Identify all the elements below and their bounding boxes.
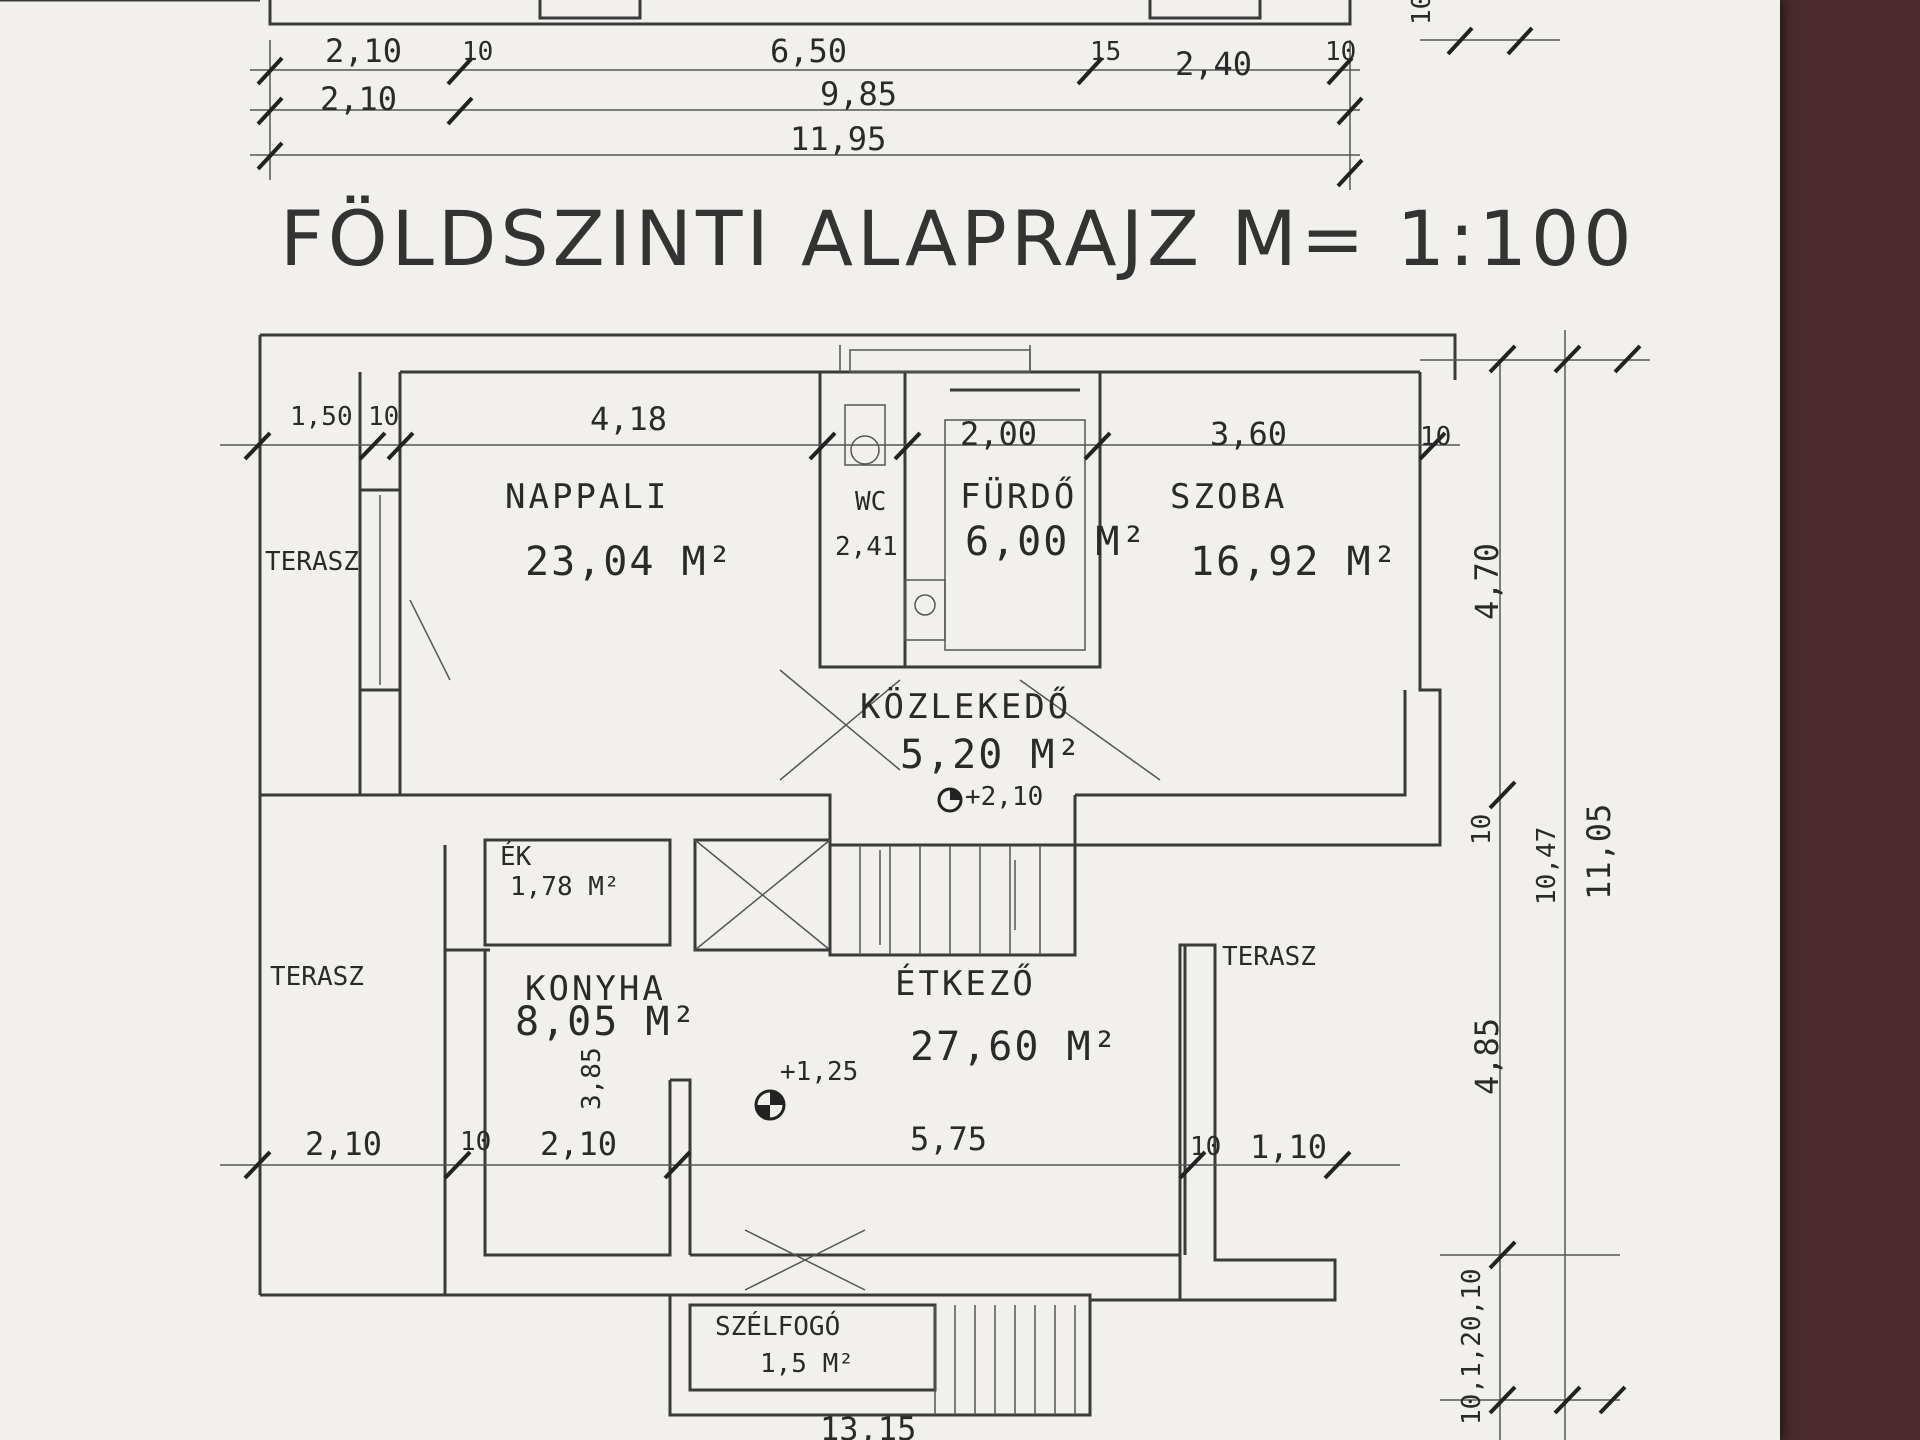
- terasz-right-label: TERASZ: [1222, 942, 1316, 972]
- dim-top-j: 10: [1407, 0, 1437, 25]
- dim-top-e: 2,40: [1175, 45, 1252, 83]
- dim-10e: 10: [1190, 1132, 1221, 1162]
- room-name-szoba: SZOBA: [1170, 477, 1287, 517]
- dim-150: 1,50: [290, 402, 353, 432]
- room-area-szelfogo: 1,5 M²: [760, 1349, 854, 1379]
- dim-top-d: 15: [1090, 37, 1121, 67]
- floor-plan-drawing: 2,10 10 6,50 15 2,40 10 2,10 9,85 11,95 …: [0, 0, 1650, 1440]
- terasz-left-top-label: TERASZ: [265, 547, 359, 577]
- dim-top-f: 10: [1325, 37, 1356, 67]
- dim-10c: 10: [1467, 814, 1497, 845]
- level-lower-text: +1,25: [780, 1057, 858, 1087]
- dim-1105: 11,05: [1580, 804, 1618, 900]
- room-area-konyha: 8,05 M²: [515, 999, 698, 1045]
- paper-sheet: 2,10 10 6,50 15 2,40 10 2,10 9,85 11,95 …: [0, 0, 1780, 1440]
- dim-top-h: 9,85: [820, 75, 897, 113]
- room-area-wc: 2,41: [835, 532, 898, 562]
- dim-210a: 2,10: [305, 1125, 382, 1163]
- dim-top-a: 2,10: [325, 32, 402, 70]
- room-area-etkezo: 27,60 M²: [910, 1024, 1119, 1070]
- room-labels: NAPPALI 23,04 M² WC 2,41 FÜRDŐ 6,00 M² S…: [265, 476, 1399, 1379]
- level-upper-text: +2,10: [965, 782, 1043, 812]
- room-name-furdo: FÜRDŐ: [960, 476, 1077, 517]
- dim-485: 4,85: [1468, 1018, 1506, 1095]
- room-area-kamra: 1,78 M²: [510, 872, 620, 902]
- dim-bottom: 13,15: [820, 1410, 916, 1440]
- dim-10d: 10: [460, 1127, 491, 1157]
- room-area-kozlekedo: 5,20 M²: [900, 732, 1083, 778]
- dim-1047: 10,47: [1532, 827, 1562, 905]
- dim-kd: 3,85: [577, 1047, 607, 1110]
- dim-360: 3,60: [1210, 415, 1287, 453]
- dim-210b: 2,10: [540, 1125, 617, 1163]
- room-name-konyha: KONYHA: [525, 969, 666, 1009]
- room-name-kozlekedo: KÖZLEKEDŐ: [860, 686, 1071, 727]
- dim-top-c: 6,50: [770, 32, 847, 70]
- dim-200: 2,00: [960, 415, 1037, 453]
- room-area-furdo: 6,00 M²: [965, 519, 1148, 565]
- terasz-left-bottom-label: TERASZ: [270, 962, 364, 992]
- dim-10a: 10: [368, 402, 399, 432]
- dim-110: 1,10: [1250, 1128, 1327, 1166]
- room-name-wc: WC: [855, 487, 886, 517]
- dim-top-i: 11,95: [790, 120, 886, 158]
- room-name-szelfogo: SZÉLFOGÓ: [715, 1310, 840, 1342]
- corridor-hatching: [409, 599, 1161, 781]
- dim-10b: 10: [1420, 422, 1451, 452]
- room-name-etkezo: ÉTKEZŐ: [895, 963, 1036, 1004]
- dim-418: 4,18: [590, 400, 667, 438]
- dimension-labels: 1,50 10 4,18 2,00 3,60 10 4,70 11,05 10 …: [290, 400, 1618, 1440]
- dim-top-g: 2,10: [320, 80, 397, 118]
- dim-top-b: 10: [462, 37, 493, 67]
- dimension-lines: [220, 330, 1650, 1440]
- upper-floor-fragment: 2,10 10 6,50 15 2,40 10 2,10 9,85 11,95 …: [250, 0, 1560, 190]
- room-area-szoba: 16,92 M²: [1190, 539, 1399, 585]
- dim-575: 5,75: [910, 1120, 987, 1158]
- plan-title: FÖLDSZINTI ALAPRAJZ M= 1:100: [280, 194, 1636, 283]
- room-name-nappali: NAPPALI: [505, 477, 669, 517]
- dim-470: 4,70: [1468, 543, 1506, 620]
- dim-bottom-right: 10,1,20,10: [1457, 1268, 1487, 1425]
- room-name-kamra: ÉK: [500, 840, 532, 872]
- room-area-nappali: 23,04 M²: [525, 539, 734, 585]
- ground-floor-walls: [0, 0, 1457, 1417]
